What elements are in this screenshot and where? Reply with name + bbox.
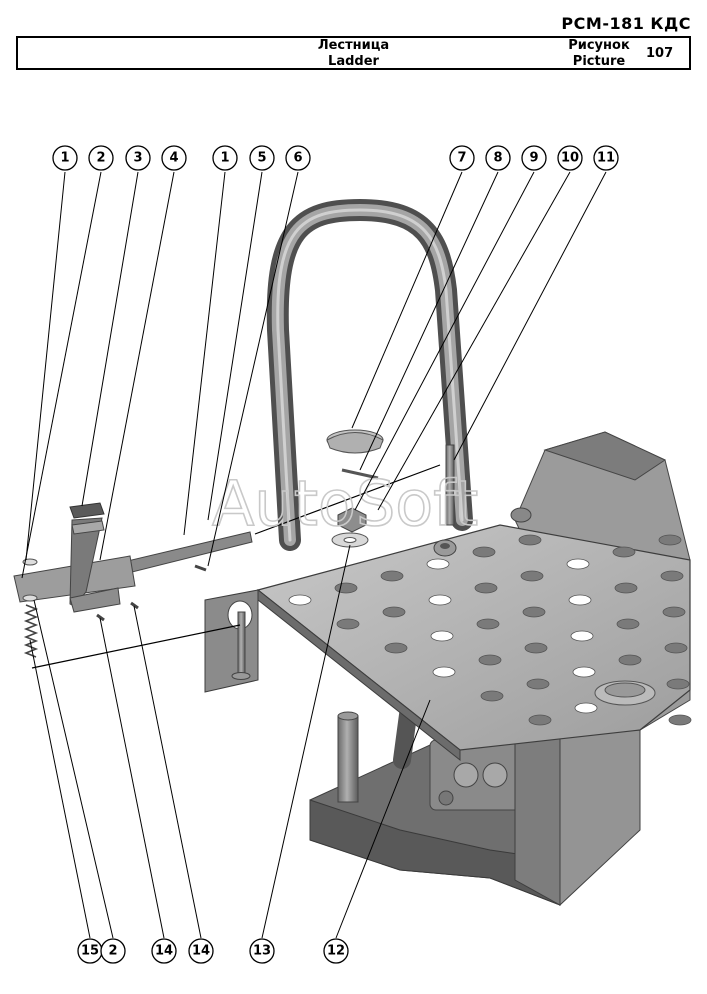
plate-hole: [478, 654, 502, 666]
callouts-bottom: 15 2 14 14 13 12: [77, 938, 349, 964]
plate-hole: [426, 558, 450, 570]
svg-text:9: 9: [529, 151, 538, 166]
callout-1b: 1: [212, 145, 238, 171]
hardware: [231, 429, 656, 706]
svg-text:4: 4: [169, 151, 178, 166]
plate-hole: [472, 546, 496, 558]
plate-hole: [428, 594, 452, 606]
title-block: Лестница Ladder Рисунок Picture 107: [16, 36, 691, 70]
plate-hole: [380, 570, 404, 582]
plate-hole: [666, 678, 690, 690]
plate-hole: [288, 594, 312, 606]
plate-hole: [518, 534, 542, 546]
plate-hole: [566, 558, 590, 570]
svg-text:1: 1: [220, 151, 229, 166]
plate-hole: [570, 630, 594, 642]
plate-hole: [382, 606, 406, 618]
callout-7: 7: [449, 145, 475, 171]
picture-number: 107: [646, 46, 674, 61]
callout-4: 4: [161, 145, 187, 171]
svg-text:8: 8: [493, 151, 502, 166]
picture-label: Рисунок Picture: [566, 38, 632, 70]
plate-hole: [480, 690, 504, 702]
plate-hole: [474, 582, 498, 594]
svg-text:10: 10: [561, 151, 579, 166]
plate-hole: [572, 666, 596, 678]
base-bracket: [309, 711, 561, 906]
picture-label-russian: Рисунок: [568, 38, 630, 53]
plate-holes: [288, 534, 692, 726]
plate-hole: [336, 618, 360, 630]
callout-9: 9: [521, 145, 547, 171]
callout-11: 11: [593, 145, 619, 171]
callout-3: 3: [125, 145, 151, 171]
svg-text:1: 1: [60, 151, 69, 166]
step-plate: [204, 524, 691, 762]
callout-12: 12: [323, 938, 349, 964]
callout-2: 2: [88, 145, 114, 171]
callout-6: 6: [285, 145, 311, 171]
title-english: Ladder: [328, 54, 379, 69]
leader-lines: [21, 171, 607, 939]
svg-text:11: 11: [597, 151, 615, 166]
plate-hole: [520, 570, 544, 582]
callout-10: 10: [557, 145, 583, 171]
plate-hole: [430, 630, 454, 642]
svg-text:2: 2: [96, 151, 105, 166]
svg-text:2: 2: [108, 944, 117, 959]
plate-hole: [618, 654, 642, 666]
plate-hole: [574, 702, 598, 714]
plate-hole: [522, 606, 546, 618]
callouts-top: 1 2 3 4 1 5 6 7 8 9 10 11: [52, 145, 619, 171]
assembly-axis-lines: [31, 464, 441, 669]
callout-1: 1: [52, 145, 78, 171]
svg-text:3: 3: [133, 151, 142, 166]
callout-14: 14: [151, 938, 177, 964]
plate-hole: [334, 582, 358, 594]
svg-text:12: 12: [327, 944, 345, 959]
plate-hole: [526, 678, 550, 690]
plate-hole: [384, 642, 408, 654]
plate-hole: [660, 570, 684, 582]
svg-text:14: 14: [155, 944, 173, 959]
svg-text:14: 14: [192, 944, 210, 959]
plate-hole: [432, 666, 456, 678]
svg-text:6: 6: [293, 151, 302, 166]
plate-hole: [662, 606, 686, 618]
plate-hole: [614, 582, 638, 594]
svg-text:15: 15: [81, 944, 99, 959]
svg-text:7: 7: [457, 151, 466, 166]
plate-hole: [612, 546, 636, 558]
svg-text:5: 5: [257, 151, 266, 166]
plate-hole: [664, 642, 688, 654]
svg-text:13: 13: [253, 944, 271, 959]
callout-2b: 2: [100, 938, 126, 964]
plate-hole: [524, 642, 548, 654]
plate-hole: [476, 618, 500, 630]
plate-hole: [658, 534, 682, 546]
plate-hole: [616, 618, 640, 630]
plate-hole: [668, 714, 692, 726]
title-russian: Лестница: [317, 38, 390, 53]
plate-hole: [528, 714, 552, 726]
callout-5: 5: [249, 145, 275, 171]
callout-8: 8: [485, 145, 511, 171]
callout-13: 13: [249, 938, 275, 964]
plate-hole: [568, 594, 592, 606]
picture-label-english: Picture: [572, 54, 626, 69]
callout-15: 15: [77, 938, 103, 964]
pedal-assembly: [13, 502, 253, 658]
watermark: AutoSoft: [212, 467, 478, 540]
drawing-title: Лестница Ladder: [18, 38, 689, 70]
document-code: РСМ-181 КДС: [561, 14, 691, 33]
callout-14b: 14: [188, 938, 214, 964]
